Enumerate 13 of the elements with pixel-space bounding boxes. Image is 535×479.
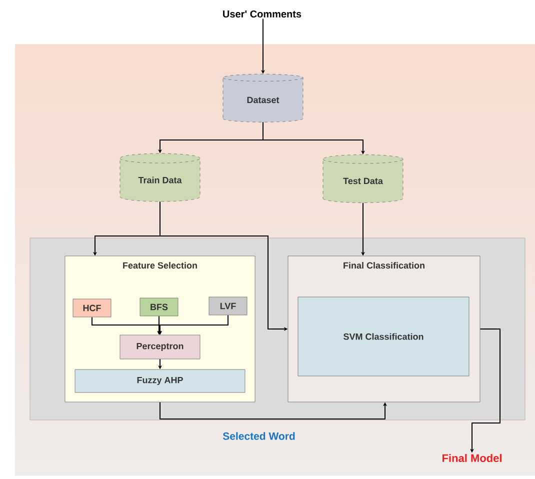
arrow (262, 122, 366, 154)
process-box: SVM Classification (298, 296, 470, 376)
process-box: Fuzzy AHP (74, 369, 246, 393)
process-box: LVF (208, 296, 248, 316)
database-cylinder: Train Data (120, 153, 200, 202)
edge-label: Selected Word (222, 432, 295, 440)
process-box: HCF (72, 298, 112, 318)
database-cylinder: Dataset (222, 74, 304, 122)
database-cylinder: Test Data (322, 154, 404, 203)
output-label: Final Model (442, 454, 502, 462)
process-box: BFS (140, 298, 178, 316)
process-box: Perceptron (120, 334, 200, 360)
input-label: User' Comments (223, 10, 302, 18)
